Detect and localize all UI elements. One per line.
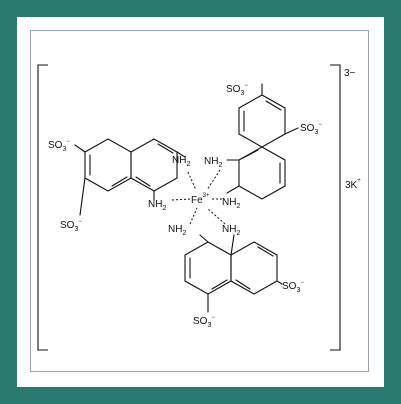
nh2-left-upper: NH2: [172, 155, 190, 168]
naphthalene-top-right: [226, 83, 299, 200]
svg-text:SO3−: SO3−: [193, 315, 215, 329]
svg-text:NH2: NH2: [168, 224, 186, 237]
svg-text:NH2: NH2: [148, 199, 166, 212]
so3-left-upper: SO3−: [48, 139, 70, 153]
figure-border: [30, 30, 369, 372]
svg-text:SO3−: SO3−: [48, 139, 70, 153]
so3-bottom-right: SO3−: [282, 280, 304, 294]
naphthalene-bottom: [184, 234, 283, 313]
right-bracket: [330, 64, 341, 351]
svg-text:3K+: 3K+: [345, 178, 361, 191]
iron-center: Fe3+: [191, 193, 210, 206]
so3-top-right: SO3−: [300, 122, 322, 136]
svg-text:3−: 3−: [344, 68, 356, 79]
svg-text:NH2: NH2: [222, 224, 240, 237]
nh2-right-lower: NH2: [222, 197, 240, 210]
nh2-left-lower: NH2: [148, 199, 166, 212]
complex-charge: 3−: [344, 68, 356, 79]
so3-top: SO3−: [226, 83, 248, 97]
nh2-bottom-right: NH2: [222, 224, 240, 237]
figure-frame: [17, 17, 384, 387]
svg-text:SO3−: SO3−: [226, 83, 248, 97]
svg-text:SO3−: SO3−: [60, 219, 82, 233]
nh2-right-upper: NH2: [204, 156, 222, 169]
nh2-bottom-left: NH2: [168, 224, 186, 237]
naphthalene-left: [74, 138, 186, 216]
svg-text:SO3−: SO3−: [282, 280, 304, 294]
so3-bottom: SO3−: [193, 315, 215, 329]
counter-ion: 3K+: [345, 178, 361, 191]
svg-text:Fe3+: Fe3+: [191, 193, 210, 206]
so3-left-lower: SO3−: [60, 219, 82, 233]
svg-text:NH2: NH2: [222, 197, 240, 210]
svg-text:NH2: NH2: [204, 156, 222, 169]
coordination-bonds: [171, 169, 226, 225]
svg-text:SO3−: SO3−: [300, 122, 322, 136]
svg-text:NH2: NH2: [172, 155, 190, 168]
left-bracket: [37, 64, 48, 351]
